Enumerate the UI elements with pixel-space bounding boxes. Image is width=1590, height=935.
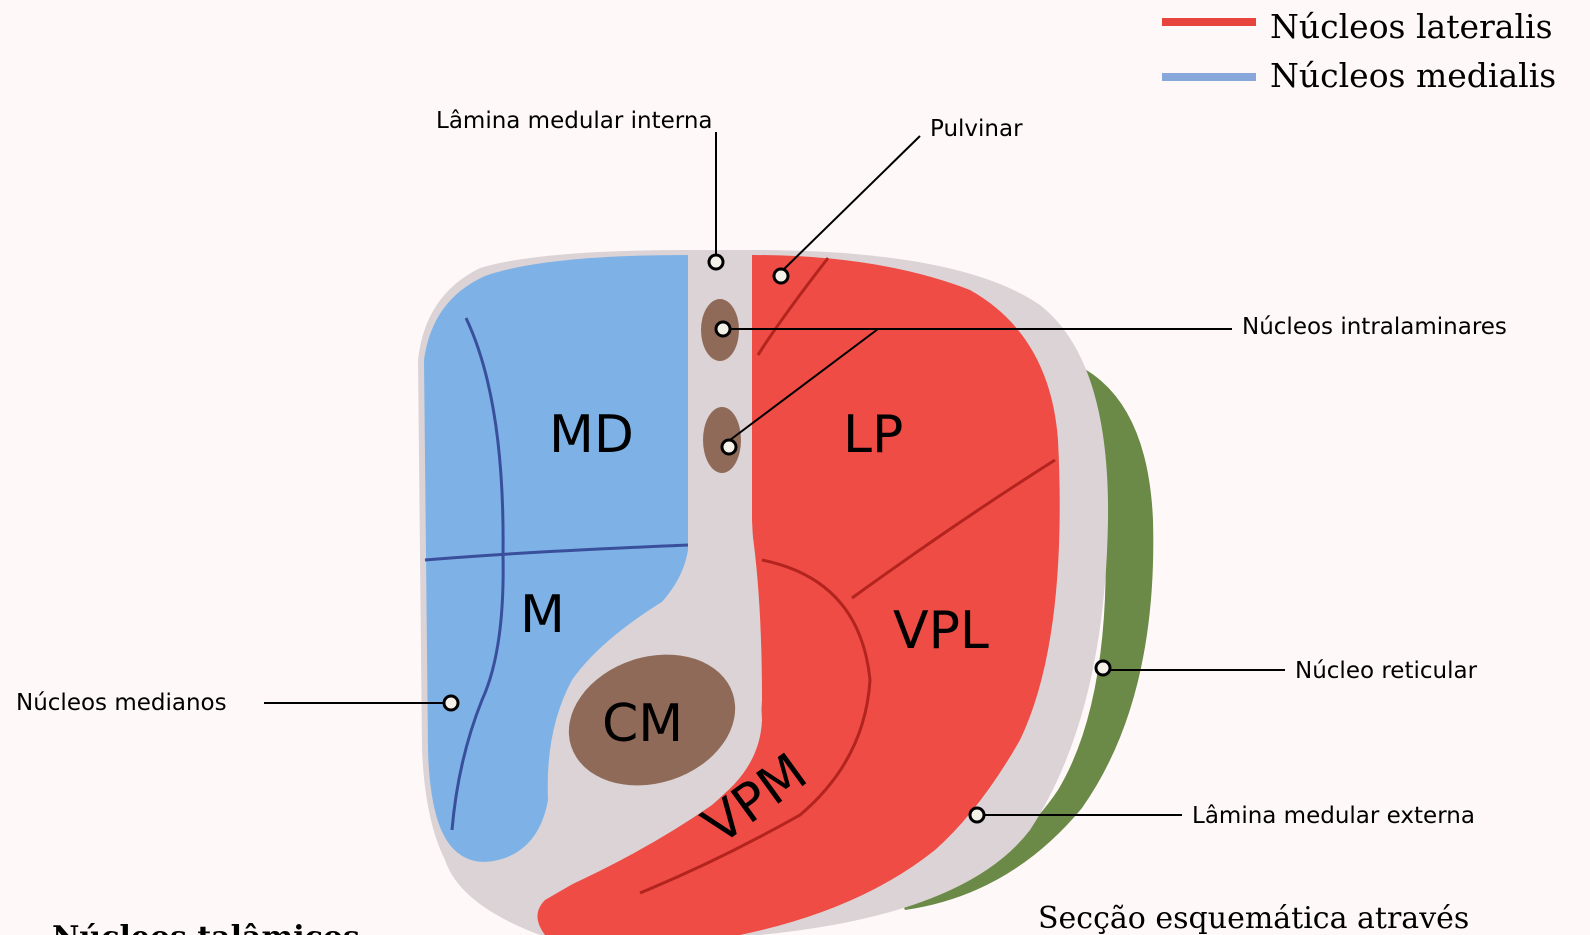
marker-pulvinar — [774, 269, 788, 283]
marker-medianos — [444, 696, 458, 710]
region-label-lp: LP — [843, 405, 903, 465]
leader-pulvinar — [781, 136, 920, 272]
region-label-m: M — [520, 585, 565, 645]
callout-label-lamina-interna: Lâmina medular interna — [436, 108, 713, 134]
callout-label-intralaminares: Núcleos intralaminares — [1242, 314, 1507, 340]
marker-reticular — [1096, 661, 1110, 675]
marker-intralaminares-lower — [722, 440, 736, 454]
intralaminar-nucleus-lower — [703, 407, 741, 473]
callout-label-pulvinar: Pulvinar — [930, 116, 1023, 142]
thalamus-section: MD LP M VPL CM VPM — [418, 250, 1153, 935]
region-label-cm: CM — [602, 694, 683, 754]
callout-label-reticular: Núcleo reticular — [1295, 658, 1478, 684]
region-label-vpl: VPL — [893, 601, 989, 661]
legend-label-medial: Núcleos medialis — [1270, 56, 1556, 95]
caption: Secção esquemática através — [1038, 901, 1469, 935]
marker-lamina-externa — [970, 808, 984, 822]
legend-label-lateral: Núcleos lateralis — [1270, 7, 1553, 46]
callout-label-medianos: Núcleos medianos — [16, 690, 227, 716]
marker-intralaminares-upper — [716, 322, 730, 336]
diagram-title: Núcleos talâmicos — [52, 920, 360, 935]
callout-label-lamina-externa: Lâmina medular externa — [1192, 803, 1475, 829]
legend: Núcleos lateralis Núcleos medialis — [1162, 7, 1556, 95]
legend-swatch-medial — [1162, 73, 1256, 81]
region-label-md: MD — [549, 405, 634, 465]
marker-lamina-interna — [709, 255, 723, 269]
legend-swatch-lateral — [1162, 18, 1256, 26]
